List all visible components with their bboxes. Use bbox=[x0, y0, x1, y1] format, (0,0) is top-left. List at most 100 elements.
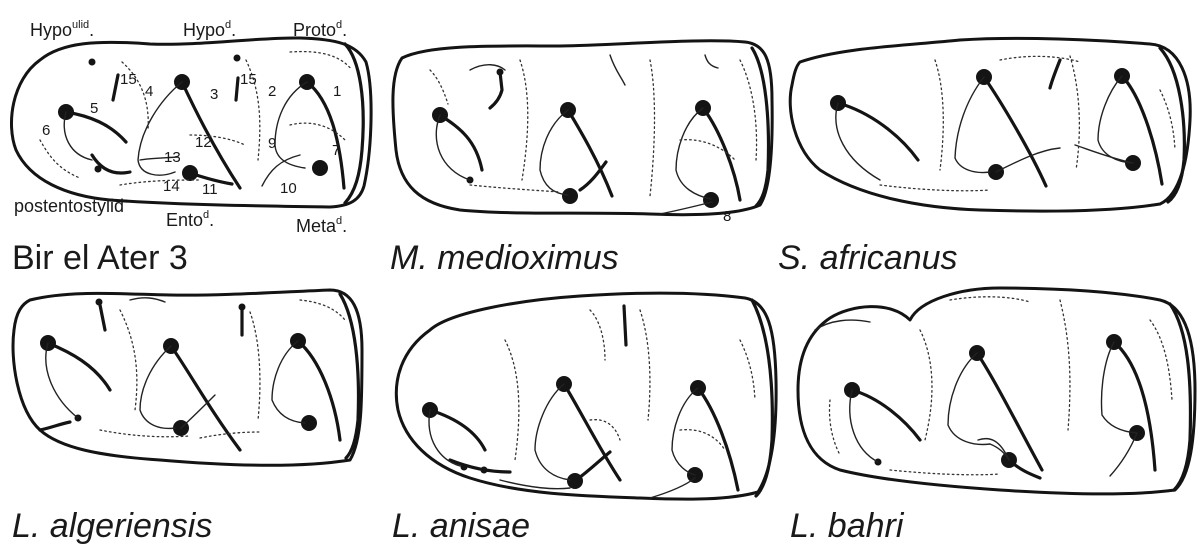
label-2: 2 bbox=[268, 83, 276, 100]
groove bbox=[950, 297, 1030, 302]
panel-title: L. anisae bbox=[392, 507, 530, 545]
label-1: 1 bbox=[333, 83, 341, 100]
groove bbox=[1000, 56, 1080, 62]
groove bbox=[120, 180, 200, 185]
label-protoconid: Protod. bbox=[293, 19, 347, 40]
cusp bbox=[562, 188, 578, 204]
label-3: 3 bbox=[210, 86, 218, 103]
label-4: 4 bbox=[145, 83, 153, 100]
label-10: 10 bbox=[280, 180, 297, 197]
label-15-b: 15 bbox=[240, 71, 257, 88]
cusplet bbox=[234, 55, 241, 62]
groove bbox=[290, 52, 352, 70]
cusp bbox=[703, 192, 719, 208]
enamel-edge bbox=[345, 44, 363, 203]
label-6: 6 bbox=[42, 122, 50, 139]
tooth-bir-el-ater-3: 1 2 3 4 5 6 7 9 10 11 12 13 14 15 15 Hyp… bbox=[11, 19, 371, 277]
groove bbox=[250, 312, 260, 420]
ridge bbox=[676, 108, 711, 199]
label-9: 9 bbox=[268, 135, 276, 152]
ridge bbox=[272, 341, 305, 423]
ridge bbox=[130, 298, 165, 302]
crest bbox=[1009, 460, 1040, 478]
tooth-l-bahri: L. bahri bbox=[790, 288, 1195, 545]
groove bbox=[520, 60, 528, 180]
crest bbox=[1050, 60, 1060, 88]
ridge bbox=[429, 410, 460, 466]
crest bbox=[100, 305, 105, 330]
ridge bbox=[1075, 145, 1133, 163]
groove bbox=[829, 400, 840, 455]
label-15-a: 15 bbox=[120, 71, 137, 88]
groove bbox=[890, 470, 1000, 475]
groove bbox=[590, 310, 605, 360]
groove bbox=[920, 330, 932, 440]
panel-title: M. medioximus bbox=[390, 239, 619, 277]
groove bbox=[1160, 90, 1175, 150]
enamel-edge bbox=[752, 300, 772, 496]
groove bbox=[470, 185, 560, 192]
groove bbox=[505, 340, 519, 460]
label-12: 12 bbox=[195, 134, 212, 151]
crest bbox=[852, 390, 920, 440]
label-11: 11 bbox=[202, 181, 218, 198]
crest bbox=[624, 306, 626, 345]
label-entoconid: Entod. bbox=[166, 209, 214, 230]
enamel-edge bbox=[1160, 48, 1184, 202]
ridge bbox=[836, 103, 880, 180]
crest bbox=[113, 75, 118, 100]
label-postentostylid: postentostylid bbox=[14, 196, 124, 216]
panel-title: L. bahri bbox=[790, 507, 905, 545]
crest bbox=[40, 422, 70, 430]
tooth-outline bbox=[11, 38, 371, 207]
tooth-m-medioximus: 8 M. medioximus bbox=[390, 41, 772, 277]
groove bbox=[680, 430, 725, 450]
label-hypoconulid: Hypoulid. bbox=[30, 19, 94, 40]
cusp-metaconid bbox=[312, 160, 328, 176]
ridge bbox=[1102, 342, 1138, 433]
label-14: 14 bbox=[163, 178, 180, 195]
crest bbox=[440, 115, 482, 170]
tooth-outline bbox=[790, 38, 1190, 211]
panel-title: L. algeriensis bbox=[12, 507, 212, 545]
groove bbox=[120, 310, 137, 410]
label-hypoconid: Hypod. bbox=[183, 19, 236, 40]
groove bbox=[300, 300, 345, 320]
groove bbox=[640, 310, 650, 420]
tooth-s-africanus: S. africanus bbox=[778, 38, 1190, 277]
label-metaconid: Metad. bbox=[296, 215, 347, 236]
enamel-edge bbox=[752, 48, 768, 206]
cusplet bbox=[89, 59, 96, 66]
groove bbox=[1150, 320, 1172, 400]
ridge bbox=[1098, 76, 1132, 163]
crest bbox=[490, 72, 502, 108]
ridge bbox=[181, 395, 215, 428]
label-13: 13 bbox=[164, 149, 181, 166]
tooth-outline bbox=[396, 293, 776, 499]
panel-title: S. africanus bbox=[778, 239, 958, 277]
crest bbox=[838, 103, 918, 160]
groove bbox=[650, 60, 655, 196]
ridge bbox=[955, 77, 990, 172]
ridge bbox=[948, 353, 1009, 460]
groove bbox=[740, 60, 757, 160]
ridge bbox=[610, 55, 625, 85]
label-8: 8 bbox=[723, 208, 731, 225]
crest bbox=[698, 388, 738, 490]
groove bbox=[40, 140, 80, 178]
ridge bbox=[540, 110, 568, 195]
ridge bbox=[672, 388, 698, 475]
ridge bbox=[140, 346, 175, 428]
crest bbox=[575, 452, 610, 481]
label-5: 5 bbox=[90, 100, 98, 117]
tooth-l-algeriensis: L. algeriensis bbox=[12, 290, 362, 545]
crest bbox=[703, 108, 740, 200]
panel-title: Bir el Ater 3 bbox=[12, 239, 188, 277]
groove bbox=[1070, 56, 1079, 170]
crest bbox=[1114, 342, 1155, 470]
tooth-l-anisae: L. anisae bbox=[392, 293, 776, 545]
groove bbox=[880, 185, 990, 191]
ridge bbox=[650, 478, 695, 498]
groove bbox=[430, 70, 448, 104]
